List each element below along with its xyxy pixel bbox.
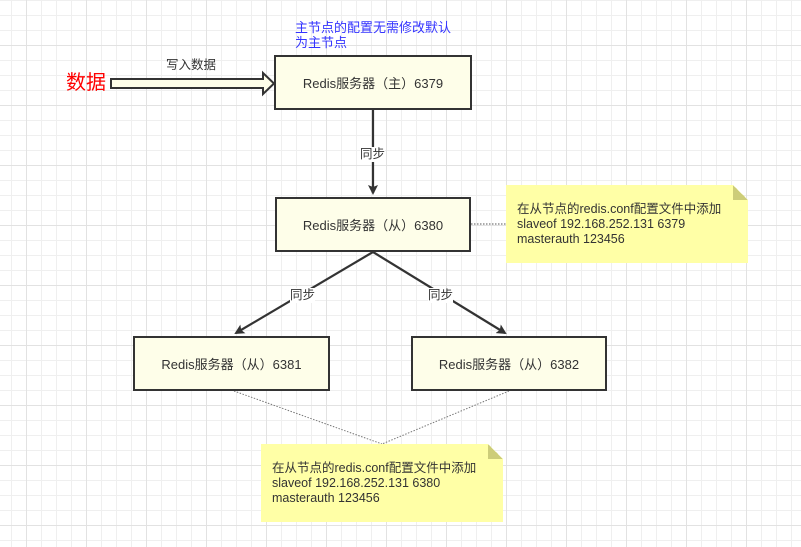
node-master-6379[interactable]: Redis服务器（主）6379 [274, 55, 472, 110]
note-6382-connector [381, 390, 510, 445]
edge-6380-to-6381-label: 同步 [290, 288, 316, 303]
node-slave-6382-label: Redis服务器（从）6382 [438, 357, 580, 372]
data-source-label: 数据 [66, 72, 106, 94]
master-comment: 主节点的配置无需修改默认 为主节点 [295, 20, 465, 50]
node-slave-6381-label: Redis服务器（从）6381 [161, 357, 302, 372]
write-data-label: 写入数据 [166, 58, 217, 72]
note-line-3: masterauth 123456 [272, 491, 380, 505]
node-slave-6382[interactable]: Redis服务器（从）6382 [411, 336, 607, 391]
note-line-1: 在从节点的redis.conf配置文件中添加 [517, 202, 722, 216]
node-slave-6380[interactable]: Redis服务器（从）6380 [275, 197, 471, 252]
node-slave-6380-label: Redis服务器（从）6380 [302, 218, 444, 233]
master-comment-line-2: 为主节点 [295, 35, 348, 50]
edge-6380-to-6382-label: 同步 [428, 288, 454, 303]
edge-master-to-6380-label: 同步 [360, 147, 386, 162]
node-master-label: Redis服务器（主）6379 [302, 76, 444, 91]
note-slave-6381-6382-config[interactable]: 在从节点的redis.conf配置文件中添加 slaveof 192.168.2… [261, 444, 503, 522]
note-line-2: slaveof 192.168.252.131 6380 [272, 476, 441, 490]
note-line-2: slaveof 192.168.252.131 6379 [517, 217, 686, 231]
note-slave-6380-config[interactable]: 在从节点的redis.conf配置文件中添加 slaveof 192.168.2… [506, 185, 748, 263]
master-comment-line-1: 主节点的配置无需修改默认 [295, 20, 452, 35]
node-slave-6381[interactable]: Redis服务器（从）6381 [133, 336, 330, 391]
write-data-arrow [110, 70, 276, 97]
note-line-1: 在从节点的redis.conf配置文件中添加 [272, 461, 477, 475]
note-line-3: masterauth 123456 [517, 232, 625, 246]
note-6381-connector [233, 390, 383, 445]
